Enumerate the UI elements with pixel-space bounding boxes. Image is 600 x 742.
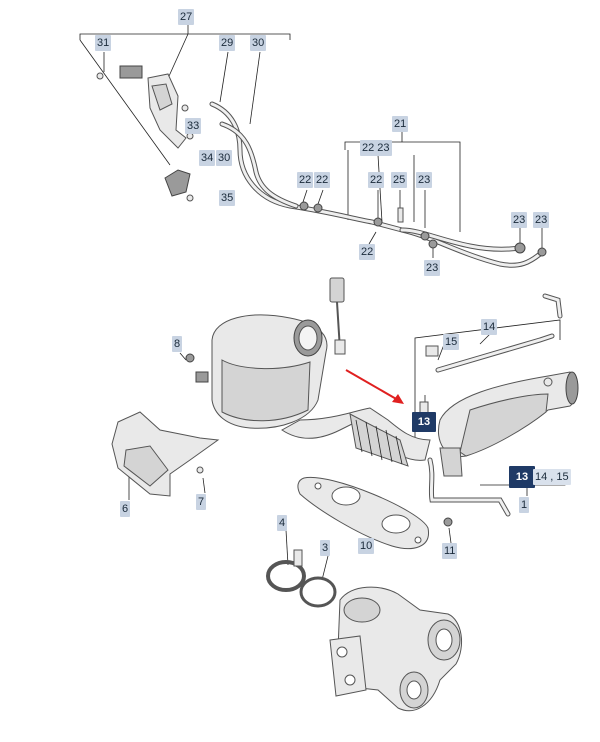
red-indicator-arrow [345, 369, 404, 404]
callout-34[interactable]: 34 [199, 150, 216, 166]
callout-10[interactable]: 10 [358, 538, 375, 554]
support-bracket [111, 353, 220, 497]
clamp-and-seal [266, 549, 337, 608]
heat-shield-bracket [96, 65, 194, 202]
particulate-filter [419, 293, 579, 517]
callout-22-c[interactable]: 22 [368, 172, 385, 188]
callout-29[interactable]: 29 [219, 35, 236, 51]
callout-4[interactable]: 4 [277, 515, 288, 531]
callout-14[interactable]: 14 [481, 319, 498, 335]
callout-14-15[interactable]: 14 , 15 [533, 469, 571, 485]
callout-30-bottom[interactable]: 30 [216, 150, 233, 166]
exhaust-temperature-sensor [329, 277, 346, 355]
callout-23-d[interactable]: 23 [533, 212, 550, 228]
flange-gasket [297, 476, 453, 550]
callout-23-a[interactable]: 23 [416, 172, 433, 188]
callout-11[interactable]: 11 [442, 543, 458, 559]
callout-25[interactable]: 25 [391, 172, 408, 188]
callout-22-a[interactable]: 22 [297, 172, 314, 188]
callout-22-23[interactable]: 22 23 [360, 140, 392, 156]
callout-23-b[interactable]: 23 [424, 260, 441, 276]
callout-15[interactable]: 15 [443, 334, 460, 350]
callout-13-highlight-left[interactable]: 13 [412, 412, 436, 432]
callout-8[interactable]: 8 [172, 336, 183, 352]
callout-33[interactable]: 33 [185, 118, 202, 134]
callout-23-c[interactable]: 23 [511, 212, 528, 228]
callout-30-top[interactable]: 30 [250, 35, 267, 51]
pressure-lines [209, 101, 547, 268]
callout-35[interactable]: 35 [219, 190, 236, 206]
callout-13-highlight-right[interactable]: 13 [509, 466, 535, 488]
callout-6[interactable]: 6 [120, 501, 131, 517]
callout-31[interactable]: 31 [95, 35, 112, 51]
catalytic-converter [211, 314, 431, 467]
callout-27[interactable]: 27 [178, 9, 195, 25]
callout-22-d[interactable]: 22 [359, 244, 376, 260]
callout-22-b[interactable]: 22 [314, 172, 331, 188]
callout-1[interactable]: 1 [519, 497, 530, 513]
callout-21[interactable]: 21 [392, 116, 409, 132]
callout-3[interactable]: 3 [320, 540, 331, 556]
callout-7[interactable]: 7 [196, 494, 207, 510]
turbocharger [329, 586, 463, 712]
